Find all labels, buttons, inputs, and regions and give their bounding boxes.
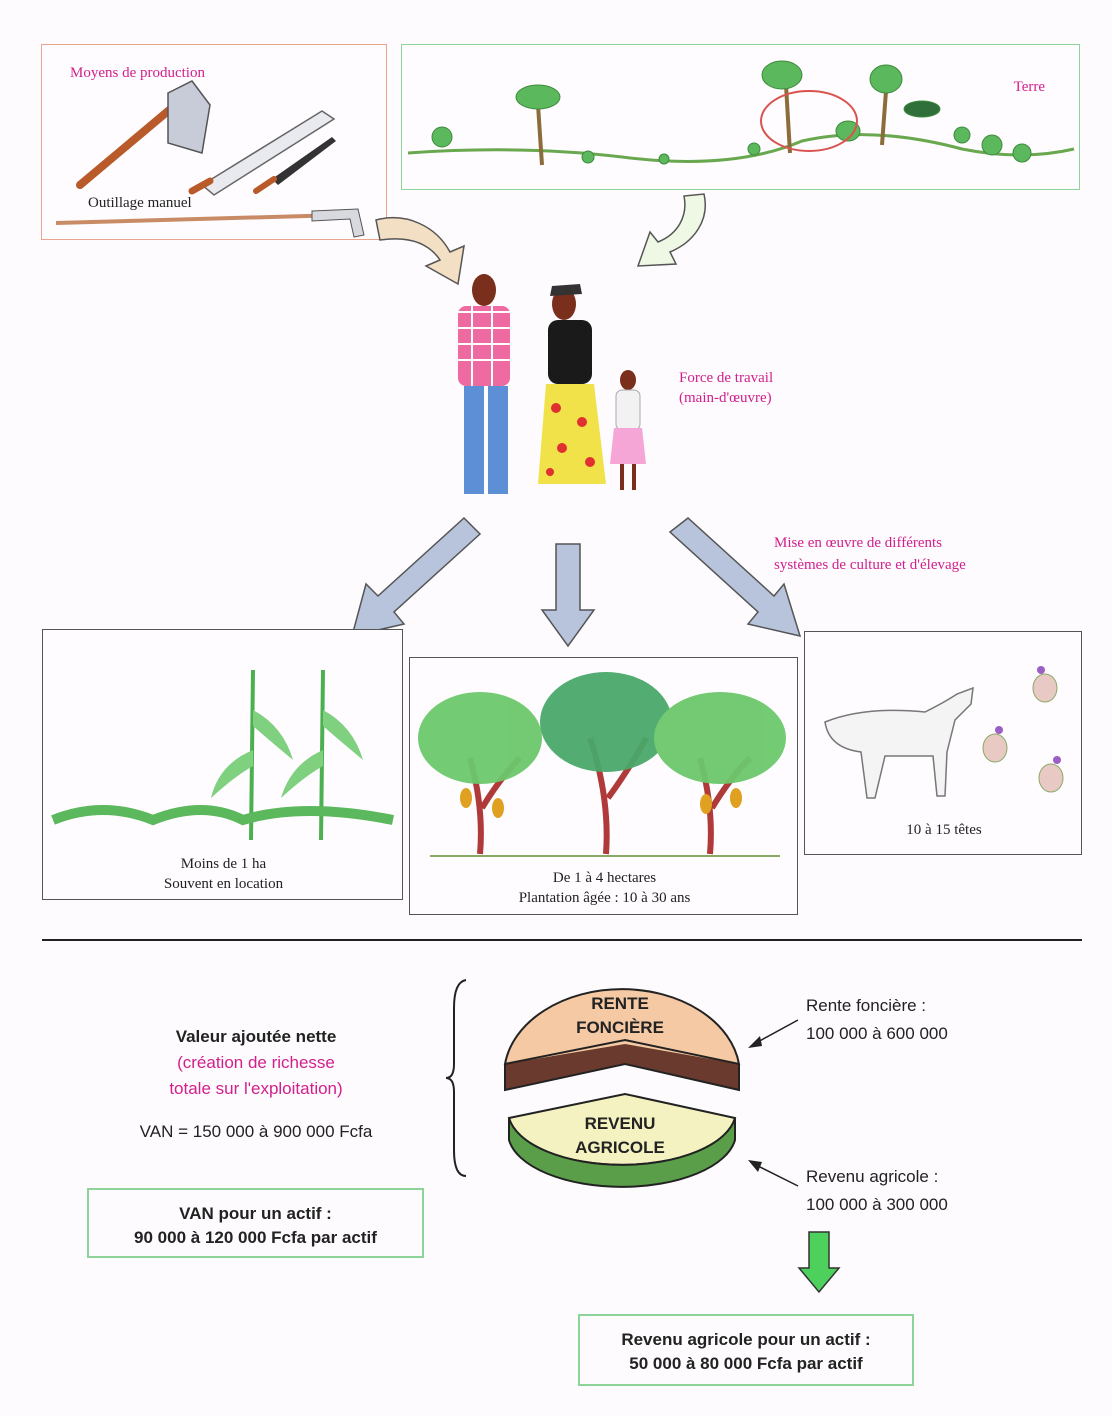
cocoa-trees-illustration xyxy=(418,672,786,857)
highlight-circle xyxy=(760,90,858,152)
pie-income-label: REVENU AGRICOLE xyxy=(540,1112,700,1160)
income-split-pie xyxy=(503,988,741,1188)
income-values-line1: Revenu agricole : xyxy=(806,1167,939,1186)
land-title: Terre xyxy=(1013,79,1045,95)
curly-brace xyxy=(445,979,467,1177)
pie-rent-label: RENTE FONCIÈRE xyxy=(540,992,700,1040)
green-down-arrow xyxy=(797,1231,841,1294)
income-per-worker-box: Revenu agricole pour un actif : 50 000 à… xyxy=(578,1314,914,1386)
family-illustration xyxy=(458,274,646,494)
arrow-to-plantation xyxy=(540,543,596,648)
pointer-rent xyxy=(748,1019,799,1048)
crops-caption: Moins de 1 ha Souvent en location xyxy=(43,854,404,894)
rent-values-line1: Rente foncière : xyxy=(806,996,927,1015)
income-per-worker-line2: 50 000 à 80 000 Fcfa par actif xyxy=(629,1354,863,1373)
tools-label: Outillage manuel xyxy=(88,195,192,211)
plantation-panel: De 1 à 4 hectares Plantation âgée : 10 à… xyxy=(409,657,798,915)
livestock-caption: 10 à 15 têtes xyxy=(906,822,982,838)
labor-label: Force de travail (main-d'œuvre) xyxy=(679,368,773,408)
crops-panel: Moins de 1 ha Souvent en location xyxy=(42,629,403,900)
pie-rent-line2: FONCIÈRE xyxy=(576,1018,664,1037)
systems-label-line1: Mise en œuvre de différents xyxy=(774,535,943,551)
labor-label-line1: Force de travail xyxy=(679,370,774,386)
arrow-to-crops xyxy=(350,516,482,638)
pie-income-line1: REVENU xyxy=(584,1114,656,1133)
rent-values-line2: 100 000 à 600 000 xyxy=(806,1024,948,1043)
livestock-panel: 10 à 15 têtes xyxy=(804,631,1082,855)
section-divider xyxy=(42,939,1082,941)
labor-label-line2: (main-d'œuvre) xyxy=(679,390,772,406)
plantation-caption-line1: De 1 à 4 hectares xyxy=(552,870,657,886)
land-panel: Terre xyxy=(401,44,1080,190)
van-per-worker-box: VAN pour un actif : 90 000 à 120 000 Fcf… xyxy=(87,1188,424,1258)
van-per-worker-line2: 90 000 à 120 000 Fcfa par actif xyxy=(134,1228,377,1247)
income-per-worker-line1: Revenu agricole pour un actif : xyxy=(621,1330,871,1349)
hand-tools-illustration xyxy=(55,80,365,238)
van-subtitle-line1: (création de richesse xyxy=(177,1053,335,1072)
production-title: Moyens de production xyxy=(70,65,205,81)
van-subtitle-line2: totale sur l'exploitation) xyxy=(169,1079,343,1098)
pie-income-line2: AGRICOLE xyxy=(575,1138,665,1157)
maize-illustration xyxy=(51,669,394,841)
income-values-line2: 100 000 à 300 000 xyxy=(806,1195,948,1214)
van-per-worker-line1: VAN pour un actif : xyxy=(179,1204,332,1223)
pointer-income xyxy=(748,1160,799,1187)
pie-rent-line1: RENTE xyxy=(591,994,649,1013)
plantation-caption-line2: Plantation âgée : 10 à 30 ans xyxy=(518,890,691,906)
goat-and-chickens-illustration xyxy=(824,666,1064,799)
van-block: Valeur ajoutée nette (création de riches… xyxy=(96,1024,416,1142)
arrow-tools-to-labor xyxy=(375,217,465,286)
crops-caption-line1: Moins de 1 ha xyxy=(180,856,267,872)
arrow-to-livestock xyxy=(668,517,802,638)
rent-values: Rente foncière : 100 000 à 600 000 xyxy=(806,992,948,1048)
systems-label-line2: systèmes de culture et d'élevage xyxy=(774,557,966,573)
income-values: Revenu agricole : 100 000 à 300 000 xyxy=(806,1163,948,1219)
van-formula: VAN = 150 000 à 900 000 Fcfa xyxy=(139,1122,373,1141)
production-panel: Moyens de production Outillage manuel xyxy=(41,44,387,240)
plantation-caption: De 1 à 4 hectares Plantation âgée : 10 à… xyxy=(410,868,799,908)
crops-caption-line2: Souvent en location xyxy=(163,876,284,892)
van-title: Valeur ajoutée nette xyxy=(175,1027,337,1046)
systems-label: Mise en œuvre de différents systèmes de … xyxy=(774,532,966,576)
arrow-land-to-labor xyxy=(636,193,706,267)
landscape-illustration xyxy=(407,60,1075,166)
